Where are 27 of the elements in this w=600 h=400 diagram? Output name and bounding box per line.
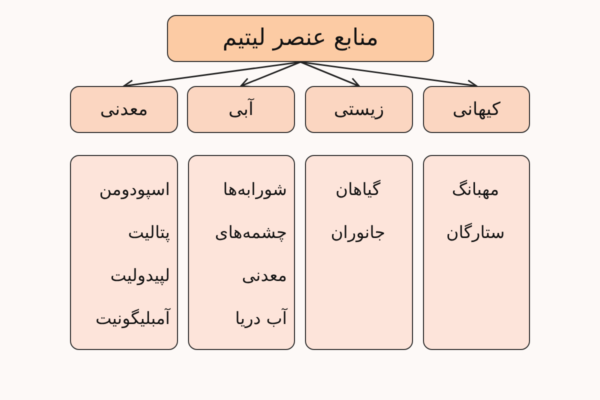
list-item: گیاهان	[335, 178, 381, 202]
list-item: ستارگان	[446, 222, 505, 245]
title-text: منابع عنصر لیتیم	[222, 24, 378, 52]
category-box	[423, 86, 530, 133]
list-item: آب دریا	[235, 307, 287, 331]
category-box	[187, 86, 295, 133]
category-label: زیستی	[334, 98, 384, 120]
category-label: کیهانی	[452, 98, 500, 120]
list-box	[188, 155, 295, 350]
list-item: لپیدولیت	[110, 265, 170, 288]
list-item: اسپودومن	[99, 179, 170, 202]
list-item: شورابه‌ها	[223, 179, 287, 202]
list-box	[305, 155, 413, 350]
category-box	[305, 86, 413, 133]
arrow	[240, 61, 301, 88]
category-label: معدنی	[100, 98, 148, 120]
list-item: آمبلیگونیت	[96, 307, 170, 331]
category-label: آبی	[228, 98, 254, 120]
list-item: پتالیت	[128, 222, 170, 245]
arrow	[300, 61, 360, 88]
list-item: چشمه‌های معدنی	[214, 222, 287, 288]
list-item: جانوران	[330, 222, 386, 245]
list-box	[70, 155, 178, 350]
list-item: مهبانگ	[452, 178, 500, 202]
list-box	[423, 155, 530, 350]
title-box	[167, 15, 434, 62]
category-box	[70, 86, 178, 133]
